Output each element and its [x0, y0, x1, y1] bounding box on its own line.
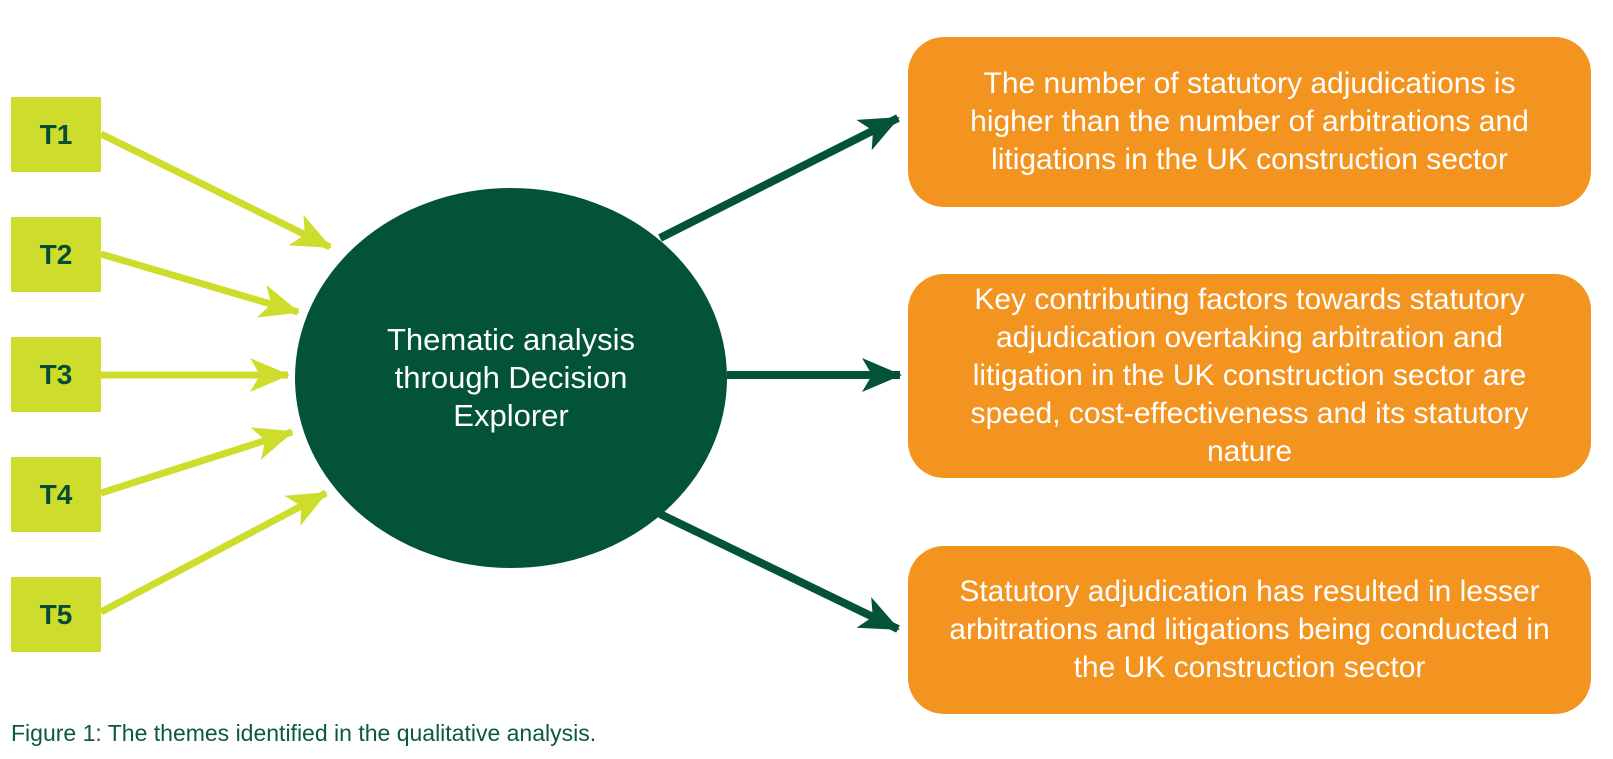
finding-text-3: Statutory adjudication has resulted in l…: [949, 575, 1550, 684]
theme-box-t3: T3: [11, 337, 101, 412]
finding-box-3: Statutory adjudication has resulted in l…: [908, 546, 1591, 714]
center-ellipse: Thematic analysis through Decision Explo…: [295, 188, 727, 568]
arrow-center-to-finding-1: [658, 114, 900, 242]
theme-box-t1: T1: [11, 97, 101, 172]
theme-box-t4: T4: [11, 457, 101, 532]
finding-text-2: Key contributing factors towards statuto…: [970, 283, 1529, 468]
theme-box-t2: T2: [11, 217, 101, 292]
finding-box-1: The number of statutory adjudications is…: [908, 37, 1591, 207]
arrow-t2-to-center: [100, 250, 300, 318]
arrow-t1-to-center: [99, 130, 332, 251]
arrow-t5-to-center: [99, 489, 328, 616]
finding-box-2: Key contributing factors towards statuto…: [908, 274, 1591, 478]
theme-box-t5: T5: [11, 577, 101, 652]
figure-caption: Figure 1: The themes identified in the q…: [11, 720, 597, 746]
arrow-center-to-finding-3: [658, 510, 900, 633]
finding-text-1: The number of statutory adjudications is…: [970, 67, 1529, 176]
center-label: Thematic analysis through Decision Explo…: [386, 322, 636, 433]
arrow-t4-to-center: [99, 427, 294, 497]
